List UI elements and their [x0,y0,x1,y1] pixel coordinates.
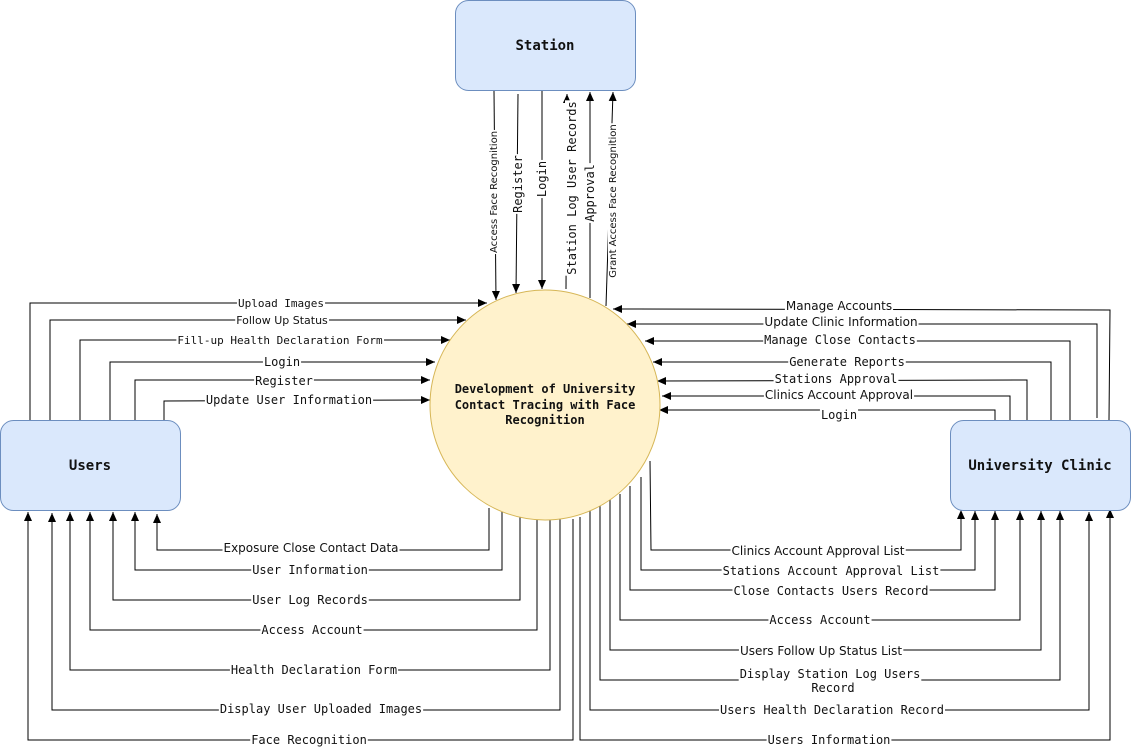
label-background [738,644,904,658]
label-background [254,374,314,388]
flow-label-stations-approval-list: Stations Account Approval List [723,564,940,578]
label-background [763,333,917,347]
process-label-line-1: Development of University [455,382,636,396]
label-background [738,667,922,681]
users-entity[interactable] [0,420,181,511]
users-entity-label: Users [69,458,111,474]
label-background [218,702,424,716]
label-background [730,544,906,558]
label-background [810,681,856,695]
label-background [719,703,945,717]
flow-label-clinic-access-account: Access Account [769,613,870,627]
flow-label-station-log-line-1: Display Station Log Users [740,667,921,681]
label-background [732,584,930,598]
label-background [489,129,500,255]
label-background [763,388,915,402]
flow-label-access-account: Access Account [261,623,362,637]
flow-health-declaration-form-line [66,512,551,671]
label-background [229,663,399,677]
flow-label-face-recognition: Face Recognition [251,733,367,747]
flow-upload-images-line [29,299,487,420]
label-background [222,541,400,555]
label-background [176,334,385,347]
flow-label-display-images: Display User Uploaded Images [220,702,422,716]
process-label-line-2: Contact Tracing with Face [455,398,636,412]
flow-label-users-information: Users Information [768,733,891,747]
label-background [251,563,369,577]
label-background [250,733,368,747]
flow-label-station-login: Login [535,161,549,197]
flow-label-stations-approval: Stations Approval [775,372,898,386]
flow-label-follow-up-status: Follow Up Status [236,314,328,327]
process-label-line-3: Recognition [505,413,584,427]
label-background [788,355,906,369]
label-background [251,593,369,607]
university-clinic-entity[interactable] [950,420,1131,511]
label-background [236,297,326,310]
label-background [262,355,302,369]
label-background [773,372,899,386]
flow-label-health-form: Fill-up Health Declaration Form [177,334,383,347]
label-background [260,623,364,637]
label-background [768,613,872,627]
flow-label-close-contacts-record: Close Contacts Users Record [733,584,928,598]
flow-clinic-login-line [659,406,996,420]
label-background [535,159,549,199]
flow-label-station-approval: Approval [583,164,597,222]
central-process[interactable] [429,289,661,521]
label-background [766,733,892,747]
label-background [235,314,330,327]
flow-label-generate-reports: Generate Reports [789,355,905,369]
flow-label-station-log-line-2: Record [811,681,854,695]
flow-labels: Access Face Recognition Register Login S… [176,100,945,747]
flow-label-station-register: Register [511,155,525,213]
flow-label-update-user-info: Update User Information [206,393,372,407]
label-background [784,299,894,313]
flow-label-follow-up-list: Users Follow Up Status List [740,644,902,658]
flow-label-update-clinic-info: Update Clinic Information [764,315,917,329]
label-background [565,100,579,276]
flow-label-user-information: User Information [252,563,368,577]
label-background [583,163,597,223]
label-background [511,154,525,214]
flow-clinics-approval-list-line [649,460,965,551]
flow-label-access-face-recognition: Access Face Recognition [489,131,500,253]
label-background [819,408,859,422]
flow-label-upload-images: Upload Images [238,297,324,310]
flow-label-grant-access: Grant Access Face Recognition [608,124,619,278]
label-background [721,564,941,578]
flow-user-log-records-line [109,512,521,601]
flow-users-login-line [109,358,435,420]
flow-user-information-line [131,510,503,571]
station-entity[interactable] [455,0,636,91]
label-background [763,315,919,329]
flow-label-manage-accounts: Manage Accounts [786,299,892,313]
flow-label-clinics-approval-list: Clinics Account Approval List [732,544,905,558]
flow-manage-accounts-line [612,305,1111,421]
flow-label-station-log-records: Station Log User Records [565,101,579,274]
flow-generate-reports-line [653,358,1052,420]
flow-label-user-log-records: User Log Records [252,593,368,607]
station-entity-label: Station [515,38,574,54]
label-background [204,393,374,407]
flow-label-manage-close-contacts: Manage Close Contacts [764,333,916,347]
flow-label-health-record: Users Health Declaration Record [720,703,944,717]
flow-label-exposure: Exposure Close Contact Data [223,541,398,555]
flow-label-clinic-login: Login [821,408,857,422]
flow-label-health-declaration-form: Health Declaration Form [231,663,397,677]
flow-label-clinics-account-approval: Clinics Account Approval [765,388,913,402]
label-background [608,123,619,279]
flow-users-register-line [134,376,430,420]
flow-label-users-register: Register [255,374,313,388]
flow-label-users-login: Login [264,355,300,369]
university-clinic-entity-label: University Clinic [968,458,1111,474]
